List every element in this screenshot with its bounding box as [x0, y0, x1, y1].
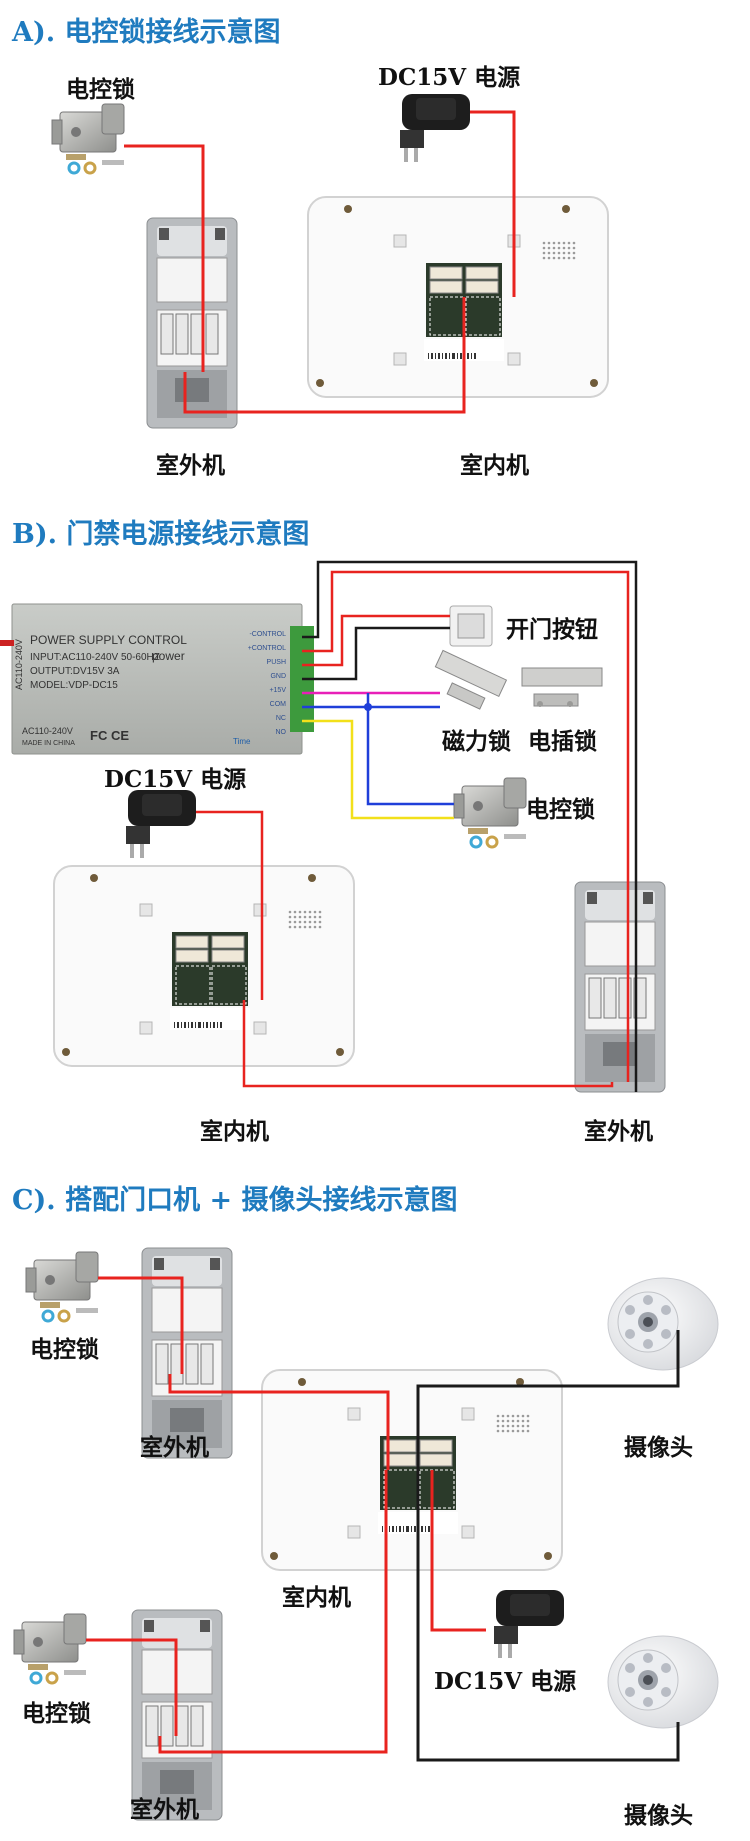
wire-black-psu-to-exit	[302, 626, 450, 681]
wire-power-to-indoor-a	[470, 110, 516, 297]
psu-output: OUTPUT:DV15V 3A	[30, 666, 120, 677]
indoor-unit-b	[53, 865, 355, 1067]
lock-label-a: 电控锁	[66, 76, 135, 103]
indoor-unit-c	[261, 1369, 563, 1571]
psu-power-word: power	[152, 649, 185, 663]
wire-power-to-indoor-b	[196, 810, 264, 1000]
psu-bottom-ac: AC110-240V	[22, 726, 73, 736]
lock-label-c1: 电控锁	[30, 1336, 99, 1363]
psu-heading: POWER SUPPLY CONTROL	[30, 633, 187, 647]
electric-lock-b	[452, 776, 528, 849]
psu-terminal-7: NC	[276, 715, 286, 722]
wire-yellow-to-elock	[302, 719, 454, 820]
psu-side-text: AC110-240V	[14, 639, 24, 690]
bolt-lock-device	[521, 667, 603, 707]
psu-made-in: MADE IN CHINA	[22, 740, 75, 747]
wire-indoor-to-camera-c1	[416, 1330, 680, 1444]
wire-lock-to-outdoor-c2	[86, 1638, 178, 1736]
wire-blue-to-elock	[366, 693, 454, 806]
bolt-lock-label: 电插锁	[528, 728, 597, 755]
power-adapter-c	[494, 1590, 564, 1658]
outdoor-unit-b	[574, 881, 666, 1093]
wire-lock-to-outdoor-c1	[98, 1276, 184, 1374]
wire-red-psu-to-exit	[302, 614, 450, 667]
indoor-unit-a	[307, 196, 609, 398]
mag-lock-label: 磁力锁	[442, 728, 511, 755]
exit-button-label: 开门按钮	[506, 616, 598, 643]
psu-terminal-8: NO	[276, 729, 287, 736]
power-label-a: DC15V 电源	[378, 64, 521, 91]
exit-button-device	[449, 605, 493, 647]
wire-outdoor1-to-indoor	[168, 1374, 390, 1470]
psu-terminal-6: COM	[270, 701, 287, 708]
psu-terminal-4: GND	[270, 673, 286, 680]
camera-label-c2: 摄像头	[624, 1802, 693, 1829]
power-adapter-a	[400, 94, 470, 162]
outdoor-label-c2: 室外机	[130, 1796, 199, 1823]
electric-lock-a	[50, 102, 126, 175]
electric-lock-c1	[24, 1250, 100, 1323]
outdoor-label-a: 室外机	[156, 452, 225, 479]
power-label-b: DC15V 电源	[104, 766, 247, 793]
power-supply-control-box	[0, 603, 314, 755]
magnetic-lock-device	[434, 649, 508, 710]
outdoor-unit-a	[146, 217, 238, 429]
wire-indoor-to-outdoor-b	[242, 1000, 614, 1088]
wire-power-to-indoor-c	[430, 1470, 486, 1632]
wire-indoor-to-camera-c2	[416, 1444, 680, 1762]
power-adapter-b	[126, 790, 196, 858]
wire-lock-to-outdoor-a	[124, 144, 205, 372]
wire-junction-dot	[364, 703, 372, 711]
psu-time: Time	[233, 737, 251, 746]
psu-input: INPUT:AC110-240V 50-60HZ	[30, 652, 160, 663]
wire-outdoor2-to-indoor	[158, 1470, 388, 1754]
wire-black-psu-to-outdoor	[302, 560, 638, 1092]
psu-terminal-5: +15V	[269, 687, 286, 694]
indoor-label-c: 室内机	[282, 1584, 351, 1611]
power-label-c: DC15V 电源	[434, 1668, 577, 1695]
section-a-title: A). 电控锁接线示意图	[12, 17, 281, 48]
indoor-label-b: 室内机	[200, 1118, 269, 1145]
section-b-title: B). 门禁电源接线示意图	[12, 519, 310, 550]
camera-label-c1: 摄像头	[624, 1434, 693, 1461]
wire-red-psu-to-outdoor	[302, 570, 630, 1082]
indoor-label-a: 室内机	[460, 452, 529, 479]
outdoor-label-b: 室外机	[584, 1118, 653, 1145]
electric-lock-c2	[12, 1612, 88, 1685]
psu-model: MODEL:VDP-DC15	[30, 680, 118, 691]
wire-outdoor-to-indoor-a	[183, 297, 466, 414]
psu-terminal-3: PUSH	[267, 659, 286, 666]
lock-label-b: 电控锁	[526, 796, 595, 823]
psu-cert: FC CE	[90, 728, 129, 743]
camera-c1	[607, 1277, 719, 1371]
psu-terminal-2: +CONTROL	[248, 645, 286, 652]
camera-c2	[607, 1635, 719, 1729]
outdoor-label-c1: 室外机	[140, 1434, 209, 1461]
section-c-title: C). 搭配门口机 + 摄像头接线示意图	[12, 1185, 458, 1216]
psu-terminal-1: -CONTROL	[249, 631, 286, 638]
lock-label-c2: 电控锁	[22, 1700, 91, 1727]
